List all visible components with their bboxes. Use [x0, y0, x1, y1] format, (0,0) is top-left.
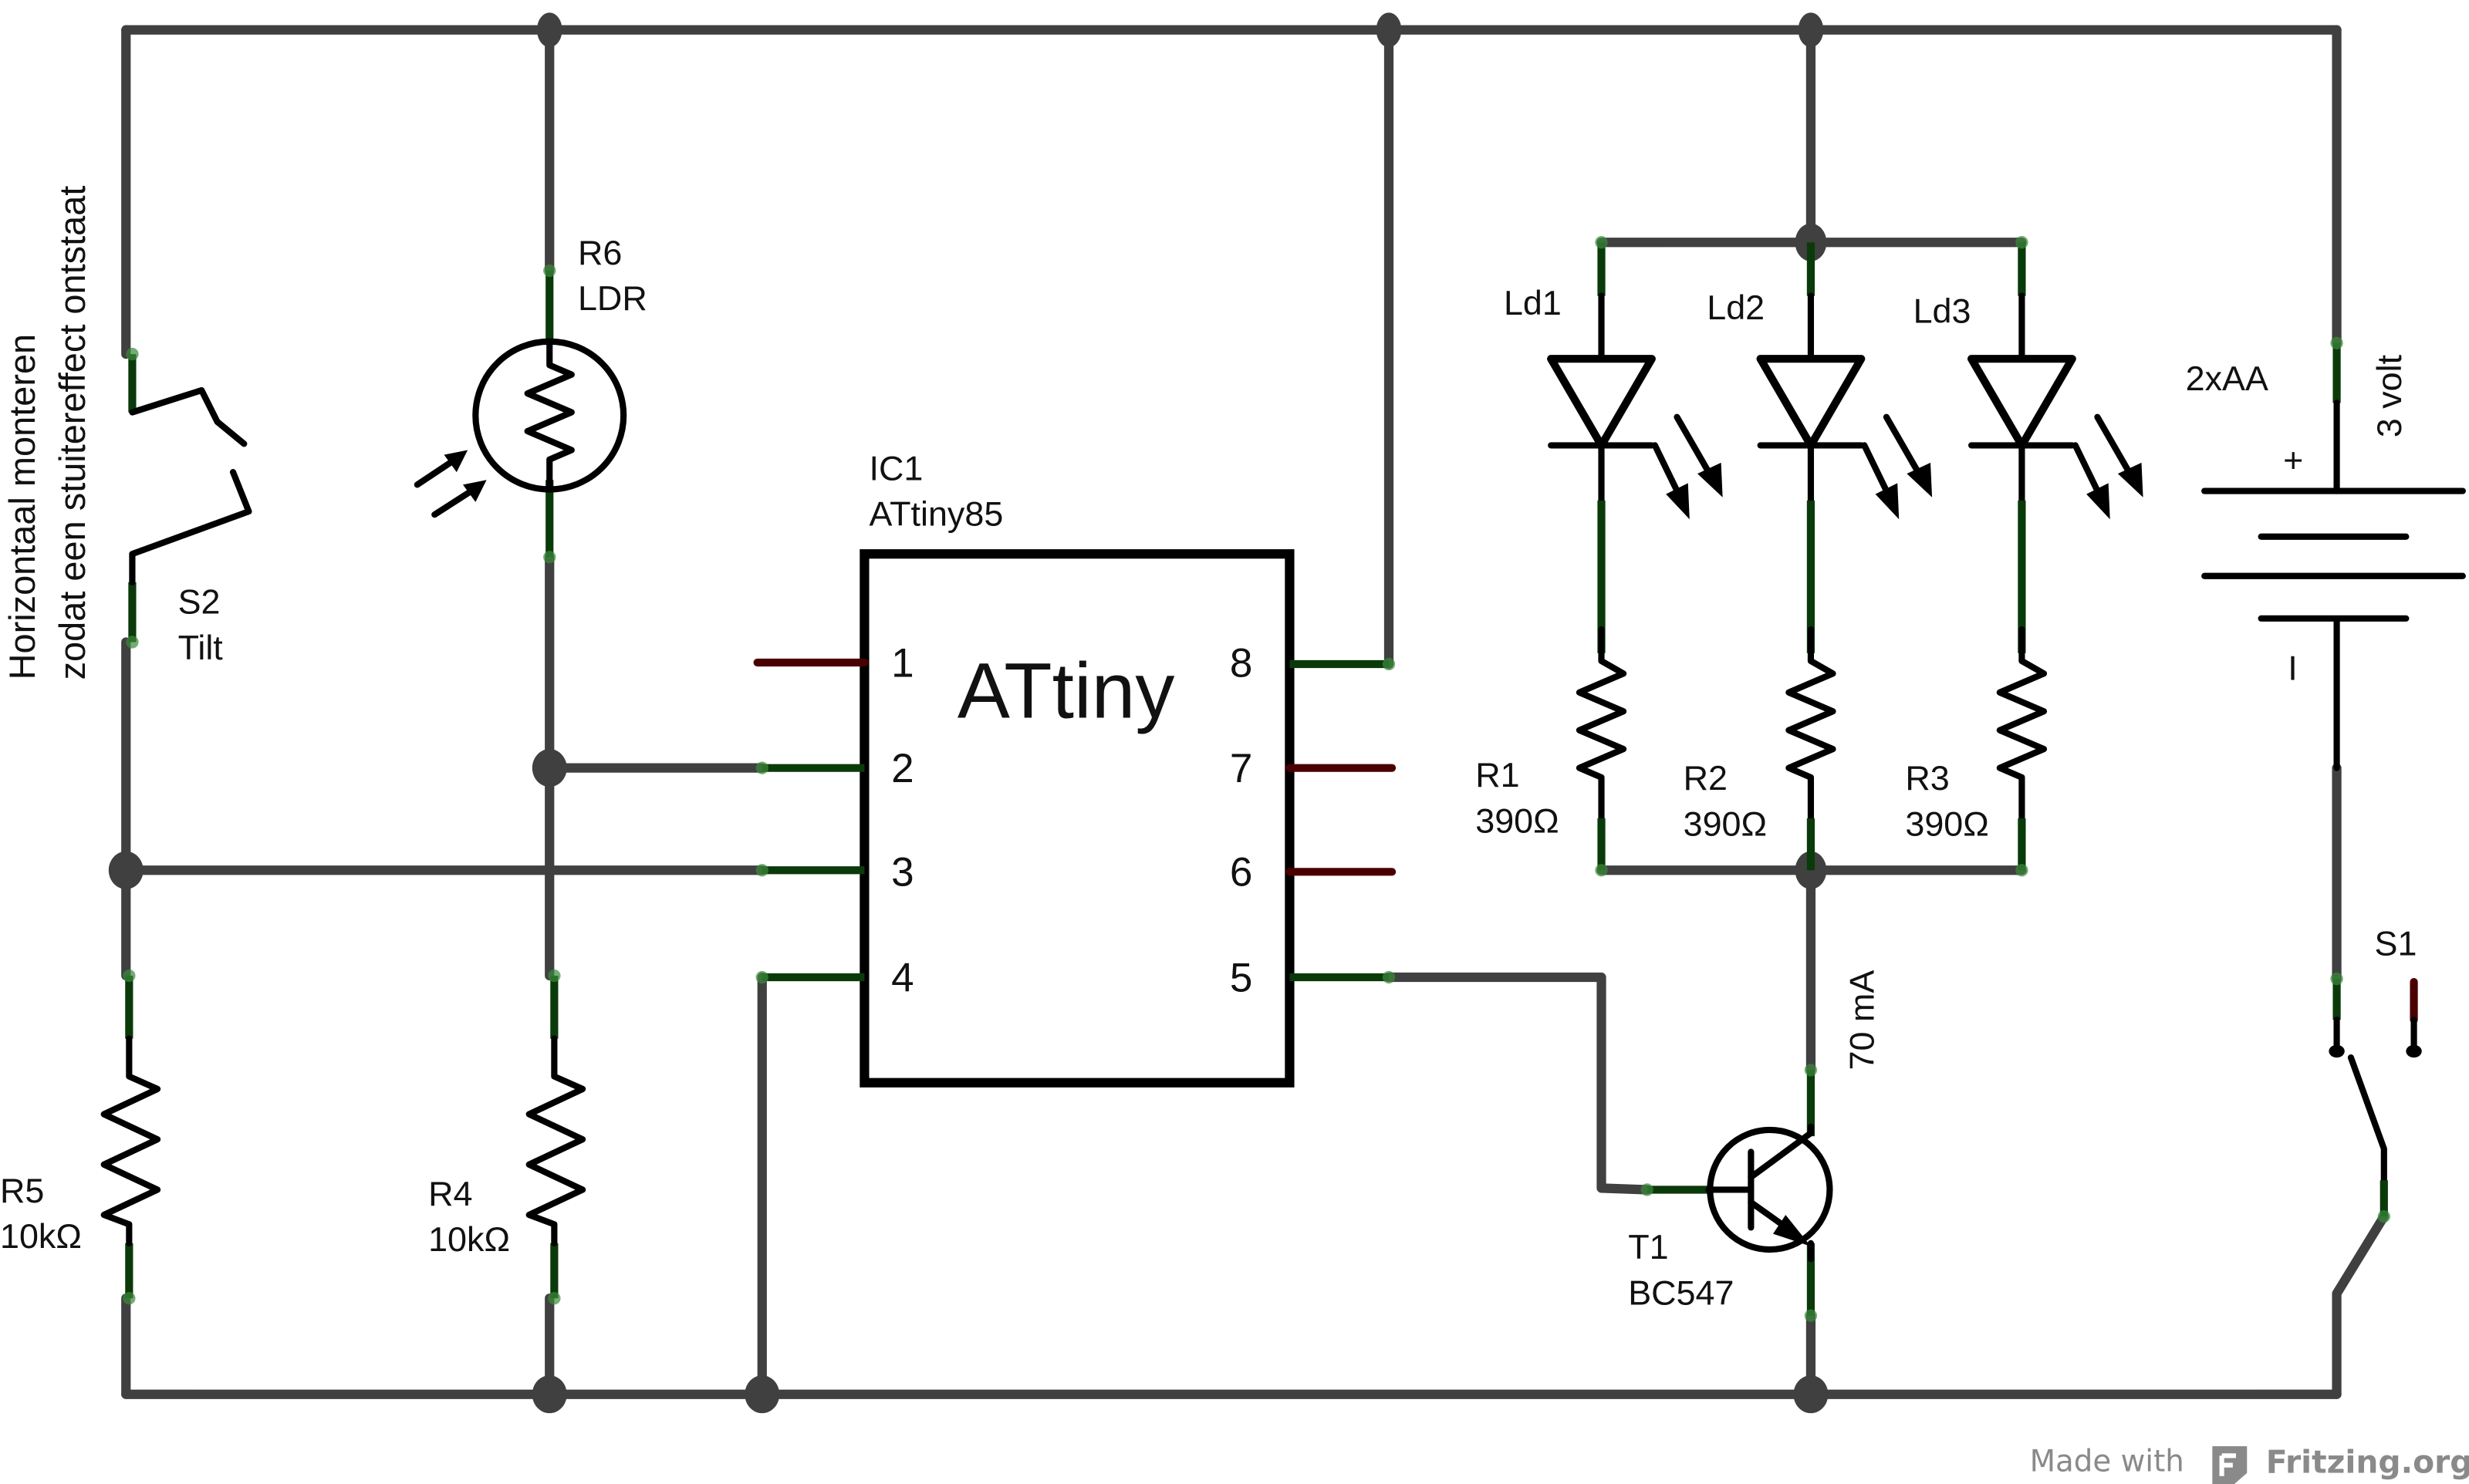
- pin-number-7: 7: [1230, 746, 1253, 791]
- switch-s1[interactable]: S1: [2329, 923, 2422, 1223]
- pin-number-8: 8: [1230, 640, 1253, 686]
- resistor-r5[interactable]: R5 10kΩ: [0, 969, 161, 1305]
- ld1-ref-label: Ld1: [1504, 283, 1562, 322]
- ic1-body-label: ATtiny: [958, 646, 1175, 734]
- resistor-r4[interactable]: R4 10kΩ: [428, 969, 586, 1305]
- pin-number-4: 4: [891, 955, 914, 1000]
- ld3-ref-label: Ld3: [1913, 291, 1971, 330]
- resistor-r1[interactable]: R1 390Ω: [1475, 626, 1627, 877]
- fritzing-brand-label: Fritzing.org: [2266, 1444, 2469, 1481]
- transistor-t1[interactable]: T1 BC547 70 mA: [1628, 970, 1882, 1322]
- r5-ref-label: R5: [0, 1171, 44, 1210]
- junction-node: [108, 851, 144, 889]
- junction-node: [745, 1375, 780, 1414]
- ldr-r6[interactable]: R6 LDR: [414, 233, 647, 564]
- resistor-r3[interactable]: R3 390Ω: [1905, 626, 2048, 877]
- r3-ref-label: R3: [1905, 758, 1949, 798]
- s2-ref-label: S2: [178, 582, 221, 622]
- note-line-1: Horizontaal monteren: [2, 334, 42, 680]
- battery-minus-label: I: [2288, 648, 2297, 687]
- junction-node: [532, 1375, 567, 1414]
- t1-ref-label: T1: [1628, 1227, 1668, 1266]
- s1-ref-label: S1: [2375, 923, 2417, 963]
- wire-pin5: [1383, 972, 1652, 1195]
- tilt-switch-s2[interactable]: S2 Tilt: [126, 347, 252, 667]
- junction-node: [1793, 1375, 1829, 1414]
- r2-ref-label: R2: [1684, 758, 1728, 798]
- ld2-ref-label: Ld2: [1707, 288, 1765, 327]
- note-line-2: zodat een stuitereffect ontstaat: [52, 186, 93, 680]
- r1-ref-label: R1: [1475, 755, 1519, 794]
- fritzing-logo-icon: [2212, 1446, 2248, 1484]
- battery-voltage-label: 3 volt: [2369, 354, 2409, 437]
- led-ld3[interactable]: Ld3: [1913, 236, 2143, 562]
- resistor-r2[interactable]: R2 390Ω: [1684, 626, 1836, 871]
- r2-value-label: 390Ω: [1684, 804, 1767, 843]
- wires: [121, 25, 2389, 1399]
- junction-node: [536, 12, 562, 48]
- r4-value-label: 10kΩ: [428, 1219, 510, 1259]
- r4-ref-label: R4: [428, 1174, 472, 1213]
- battery-2xaa[interactable]: 2xAA 3 volt + I: [2186, 336, 2466, 771]
- r6-ref-label: R6: [578, 233, 622, 272]
- r6-value-label: LDR: [578, 278, 647, 318]
- pin-number-6: 6: [1230, 850, 1253, 895]
- battery-label: 2xAA: [2186, 359, 2268, 398]
- r1-value-label: 390Ω: [1475, 801, 1559, 840]
- s2-value-label: Tilt: [178, 628, 224, 667]
- mounting-note: Horizontaal monteren zodat een stuiteref…: [2, 186, 93, 680]
- led-ld2[interactable]: Ld2: [1707, 242, 1933, 562]
- junction-node: [1798, 12, 1824, 48]
- pin-number-5: 5: [1230, 955, 1253, 1000]
- made-with-label: Made with: [2030, 1445, 2184, 1479]
- wire-s1-bottom: [2332, 1212, 2389, 1399]
- ic1-ref-label: IC1: [870, 448, 924, 487]
- r5-value-label: 10kΩ: [0, 1216, 82, 1256]
- t1-value-label: BC547: [1628, 1273, 1734, 1312]
- t1-current-label: 70 mA: [1842, 970, 1882, 1071]
- led-ld1[interactable]: Ld1: [1504, 236, 1723, 562]
- pin-number-2: 2: [891, 746, 914, 791]
- junction-node: [532, 749, 567, 788]
- battery-plus-label: +: [2283, 440, 2303, 480]
- junction-node: [1376, 12, 1402, 48]
- ic1-value-label: ATtiny85: [870, 494, 1004, 533]
- r3-value-label: 390Ω: [1905, 804, 1988, 843]
- fritzing-footer: Made with Fritzing.org: [2030, 1444, 2469, 1484]
- ic1-attiny85[interactable]: 1 2 3 4 5 6 7 8 ATtiny IC1 ATtiny85: [753, 448, 1397, 1088]
- pin-number-3: 3: [891, 850, 914, 895]
- pin-number-1: 1: [891, 640, 914, 686]
